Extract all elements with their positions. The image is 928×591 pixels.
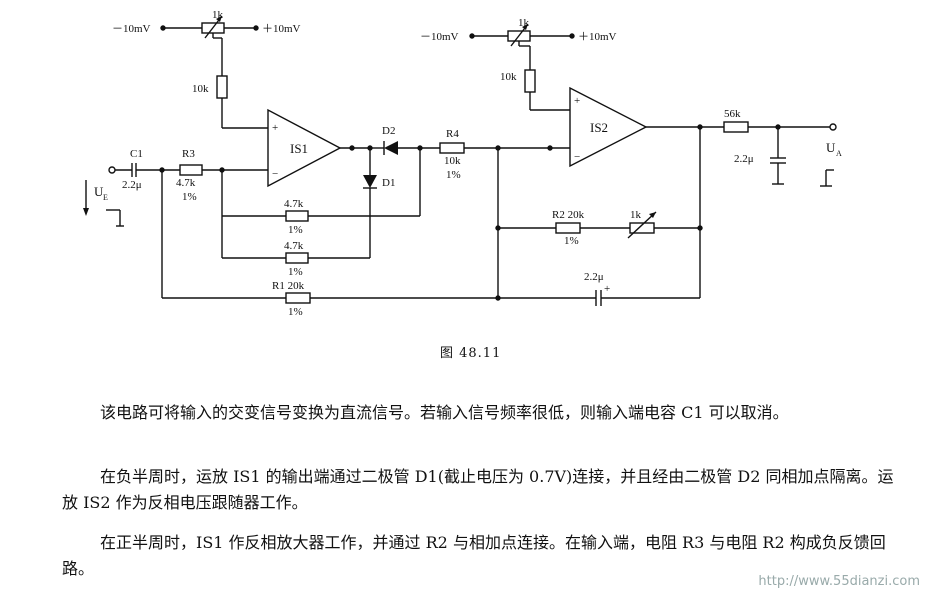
resistor-r4-group: R4 10k 1% xyxy=(439,128,570,298)
label-r4: R4 xyxy=(446,128,459,140)
label-r3: R3 xyxy=(182,148,195,160)
watermark: http://www.55dianzi.com xyxy=(758,574,920,589)
is2-offset-network: －10mV ＋10mV 1k 10k xyxy=(420,17,617,111)
label-r3-value: 4.7k xyxy=(176,177,196,189)
svg-text:−: − xyxy=(574,151,580,163)
resistor-47k-a xyxy=(285,210,309,222)
paragraph-2: 在负半周时，运放 IS1 的输出端通过二极管 D1(截止电压为 0.7V)连接，… xyxy=(62,467,894,512)
label-is2: IS2 xyxy=(590,120,608,135)
label-minus10mv-1: －10mV xyxy=(112,23,151,35)
resistor-r1 xyxy=(285,292,311,304)
label-r2: R2 20k xyxy=(552,209,585,221)
svg-text:1k: 1k xyxy=(630,209,642,221)
svg-text:1%: 1% xyxy=(288,224,303,236)
svg-text:+: + xyxy=(604,283,610,295)
label-10k-1: 10k xyxy=(192,83,209,95)
svg-text:+: + xyxy=(272,122,278,134)
r2-feedback: R2 20k 1% 1k xyxy=(498,209,703,247)
label-pot-1k-1: 1k xyxy=(212,9,224,21)
label-fb-cap: 2.2μ xyxy=(584,271,604,283)
resistor-r4 xyxy=(439,142,465,154)
svg-text:1k: 1k xyxy=(518,17,530,29)
label-out-cap: 2.2μ xyxy=(734,153,754,165)
resistor-10k-2 xyxy=(524,69,536,93)
diode-d1 xyxy=(363,175,377,188)
paragraph-1: 该电路可将输入的交变信号变换为直流信号。若输入信号频率很低，则输入端电容 C1 … xyxy=(100,403,789,422)
svg-text:10k: 10k xyxy=(500,71,517,83)
label-d2: D2 xyxy=(382,125,395,137)
label-d1: D1 xyxy=(382,177,395,189)
label-r4-value: 10k xyxy=(444,155,461,167)
svg-text:4.7k: 4.7k xyxy=(284,240,304,252)
bottom-bus: R1 20k 1% + 2.2μ xyxy=(162,271,700,318)
label-ue: U xyxy=(94,184,104,199)
figure-caption: 图 48.11 xyxy=(440,346,502,361)
output-stage: 56k 2.2μ U A xyxy=(646,108,842,298)
label-plus10mv-1: ＋10mV xyxy=(262,23,301,35)
label-plus10mv-2: ＋10mV xyxy=(578,31,617,43)
svg-text:E: E xyxy=(103,193,108,202)
label-c1: C1 xyxy=(130,148,143,160)
label-minus10mv-2: －10mV xyxy=(420,31,459,43)
label-r1: R1 20k xyxy=(272,280,305,292)
svg-text:4.7k: 4.7k xyxy=(284,198,304,210)
resistor-47k-b xyxy=(285,252,309,264)
label-c1-value: 2.2μ xyxy=(122,179,142,191)
svg-text:1%: 1% xyxy=(288,266,303,278)
svg-text:+: + xyxy=(574,95,580,107)
svg-text:1%: 1% xyxy=(288,306,303,318)
svg-text:1%: 1% xyxy=(564,235,579,247)
resistor-10k-1 xyxy=(216,75,228,99)
opamp-is1: + − IS1 xyxy=(267,108,342,188)
svg-text:1%: 1% xyxy=(446,169,461,181)
is1-offset-network: －10mV ＋10mV 1k 10k xyxy=(112,9,301,129)
resistor-r3 xyxy=(179,164,203,176)
resistor-r2 xyxy=(555,222,581,234)
label-56k: 56k xyxy=(724,108,741,120)
input-stage: C1 2.2μ R3 4.7k 1% U E xyxy=(83,148,268,298)
diode-network: D2 D1 4.7k 1% 4.7k 1% xyxy=(221,125,440,278)
circuit-schematic: －10mV ＋10mV 1k 10k + − IS1 C1 2.2μ R3 xyxy=(83,9,842,318)
label-is1: IS1 xyxy=(290,141,308,156)
opamp-is2: + − IS2 xyxy=(569,86,648,168)
resistor-56k xyxy=(723,121,749,133)
svg-text:1%: 1% xyxy=(182,191,197,203)
paragraph-3: 在正半周时，IS1 作反相放大器工作，并通过 R2 与相加点连接。在输入端，电阻… xyxy=(62,533,886,578)
label-ua: U xyxy=(826,140,836,155)
svg-text:−: − xyxy=(272,168,278,180)
svg-text:A: A xyxy=(836,149,842,158)
